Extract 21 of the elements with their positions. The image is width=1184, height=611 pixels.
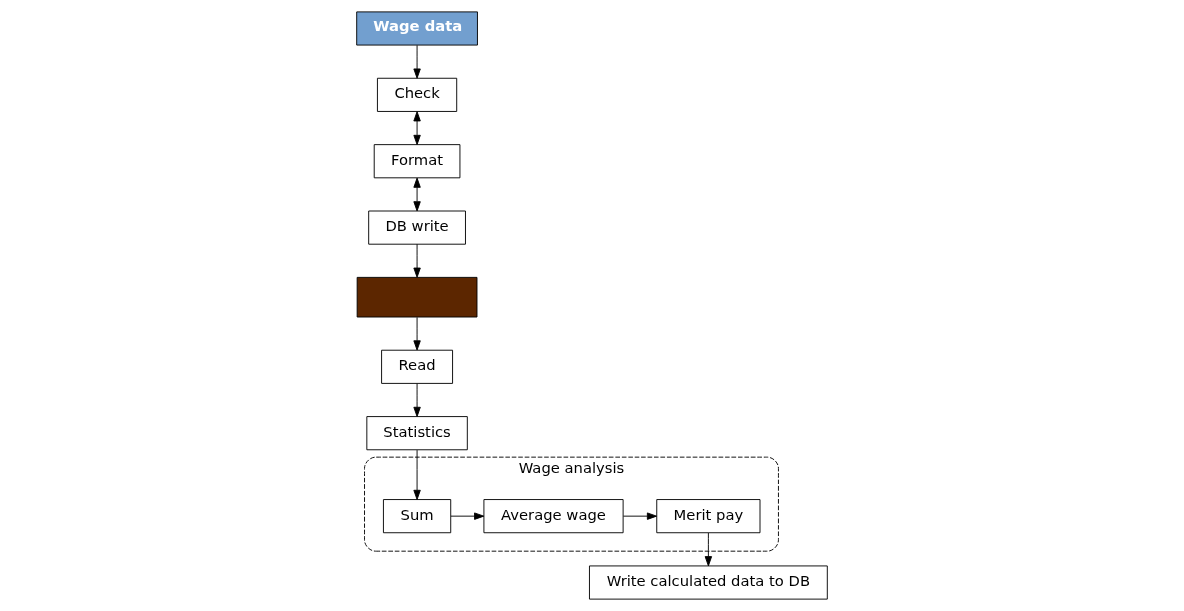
arrow (413, 449, 421, 500)
arrow (413, 383, 421, 417)
node-box: Average wage (483, 499, 624, 534)
node-box: Merit pay (656, 499, 761, 534)
node-box: DB write (368, 210, 466, 245)
arrow (413, 44, 421, 79)
node-box: Format (373, 144, 461, 179)
arrow (450, 512, 485, 520)
arrow (413, 111, 421, 145)
arrow (413, 316, 421, 351)
arrow (622, 512, 658, 520)
node-box: Check (376, 77, 458, 112)
arrow (413, 243, 421, 278)
node-box: Read (381, 349, 453, 384)
node-box: Sum (382, 499, 452, 534)
node-box: Wage data (356, 11, 478, 46)
node-box: Write calculated data to DB (589, 565, 828, 600)
arrow (413, 177, 421, 212)
node-box: Statistics (366, 416, 468, 451)
node-box (356, 276, 478, 318)
arrow (704, 532, 713, 567)
